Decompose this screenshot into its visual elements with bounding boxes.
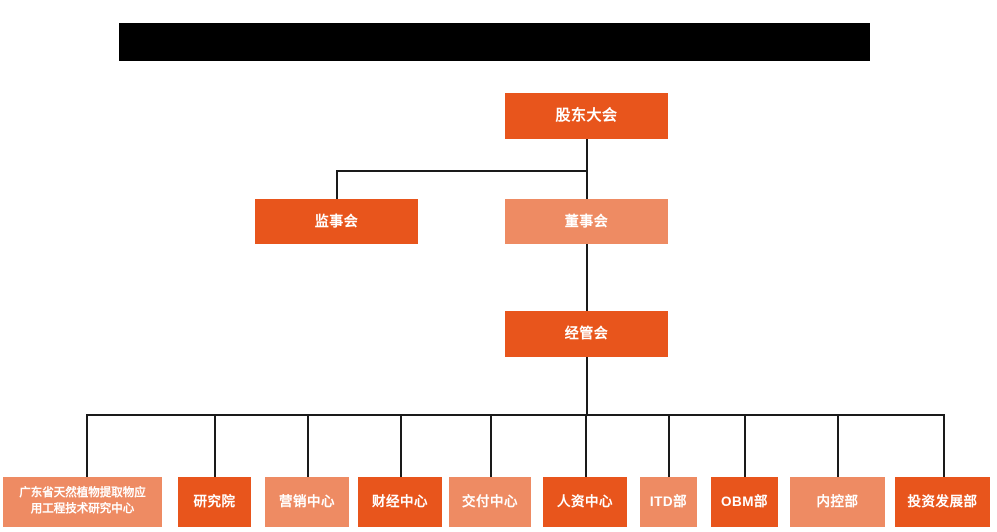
- node-label-line-1: 广东省天然植物提取物应: [19, 487, 146, 500]
- node-board-of-directors[interactable]: 董事会: [505, 199, 668, 244]
- node-hr-center[interactable]: 人资中心: [543, 477, 627, 527]
- node-finance-center[interactable]: 财经中心: [358, 477, 442, 527]
- connector-shareholders-stem: [586, 138, 588, 172]
- node-shareholders-meeting[interactable]: 股东大会: [505, 93, 668, 139]
- node-board-of-supervisors[interactable]: 监事会: [255, 199, 418, 244]
- node-label-line-2: 用工程技术研究中心: [30, 503, 135, 515]
- connector-drop-delivery-center: [490, 414, 492, 477]
- connector-management-stem: [586, 357, 588, 415]
- connector-directors-to-management: [586, 243, 588, 311]
- connector-drop-itd-department: [668, 414, 670, 477]
- node-itd-department[interactable]: ITD部: [640, 477, 697, 527]
- node-investment-development-department[interactable]: 投资发展部: [895, 477, 990, 527]
- connector-drop-marketing-center: [307, 414, 309, 477]
- connector-drop-internal-control-department: [837, 414, 839, 477]
- node-obm-department[interactable]: OBM部: [711, 477, 778, 527]
- connector-drop-obm-department: [744, 414, 746, 477]
- connector-directors-drop: [586, 170, 588, 200]
- connector-drop-research-institute: [214, 414, 216, 477]
- connector-level2-bus: [336, 170, 588, 172]
- connector-drop-investment-development-department: [943, 414, 945, 477]
- connector-departments-bus: [86, 414, 945, 416]
- connector-drop-finance-center: [400, 414, 402, 477]
- node-research-institute[interactable]: 研究院: [178, 477, 251, 527]
- node-guangdong-research-center[interactable]: 广东省天然植物提取物应 用工程技术研究中心: [3, 477, 162, 527]
- connector-supervisors-drop: [336, 170, 338, 200]
- connector-drop-guangdong-research-center: [86, 414, 88, 477]
- node-internal-control-department[interactable]: 内控部: [790, 477, 885, 527]
- node-label-guangdong-research-center: 广东省天然植物提取物应 用工程技术研究中心: [19, 486, 146, 517]
- node-management-committee[interactable]: 经管会: [505, 311, 668, 357]
- node-marketing-center[interactable]: 营销中心: [265, 477, 349, 527]
- redacted-title-bar: [119, 23, 870, 61]
- node-delivery-center[interactable]: 交付中心: [449, 477, 531, 527]
- connector-drop-hr-center: [585, 414, 587, 477]
